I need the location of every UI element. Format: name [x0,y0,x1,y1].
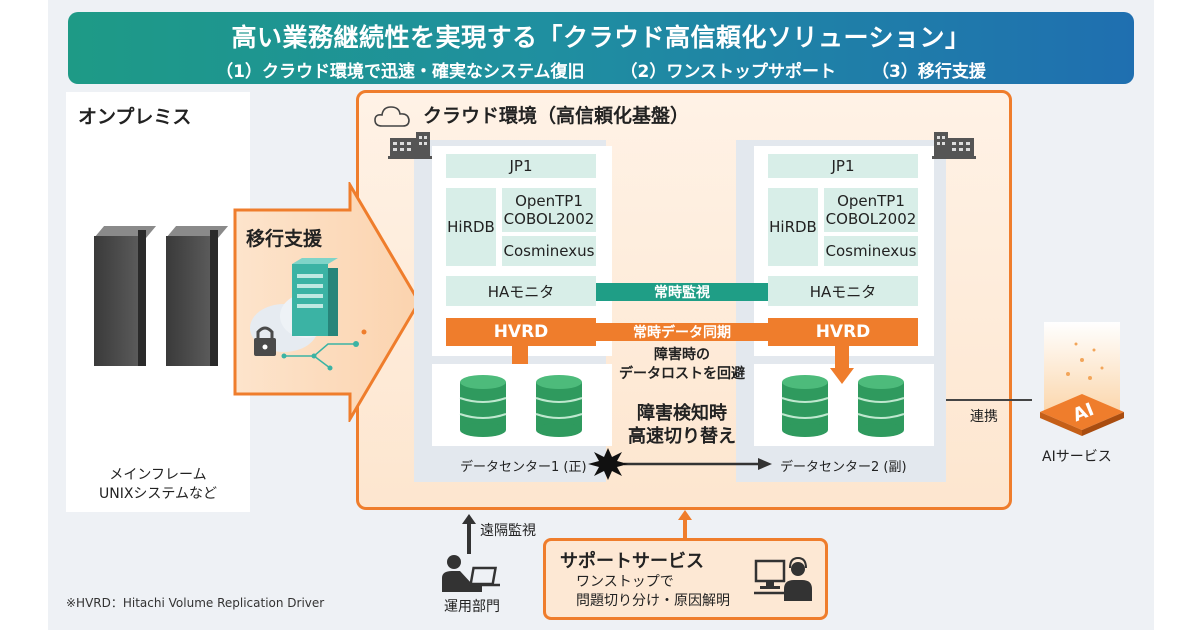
ai-link-label: 連携 [970,409,998,425]
database-icon [857,375,905,437]
sync-link: 常時データ同期 [596,323,768,341]
dc2-cobol: COBOL2002 [825,210,917,228]
database-icon [781,375,829,437]
header-subtitles: （1）クラウド環境で迅速・確実なシステム復旧 （2）ワンストップサポート （3）… [68,57,1134,82]
dc1-opentp1-cobol: OpenTP1 COBOL2002 [502,188,596,232]
support-desc-line1: ワンストップで [576,574,674,590]
header-banner: 高い業務継続性を実現する「クラウド高信頼化ソリューション」 （1）クラウド環境で… [68,12,1134,84]
footnote: ※HVRD：Hitachi Volume Replication Driver [66,596,325,610]
dc2-hvrd: HVRD [768,318,918,346]
failover-line1: 障害検知時 [637,403,727,424]
migration-label: 移行支援 [246,228,323,250]
data-loss-note: 障害時の データロストを回避 [612,346,752,384]
failure-burst-icon [588,448,628,480]
onprem-caption-line2: UNIXシステムなど [98,486,218,502]
header-sub-2: （2）ワンストップサポート [620,62,836,82]
remote-monitoring-label: 遠隔監視 [480,523,536,539]
migration-cloud-server-icon [250,258,367,371]
support-title: サポートサービス [560,551,704,572]
failover-arrow [588,448,772,480]
support-desc-line2: 問題切り分け・原因解明 [576,593,730,609]
dc2-database-icons [781,375,905,437]
dc1-cobol: COBOL2002 [503,210,595,228]
dc2-jp1: JP1 [768,154,918,178]
onprem-panel: オンプレミス メインフレーム UNIXシステムなど [66,92,250,512]
building-icon [388,132,432,159]
data-loss-line1: 障害時の [654,347,710,363]
data-loss-line2: データロストを回避 [619,366,745,382]
dc2-hirdb: HiRDB [768,188,818,266]
hvrd-down-arrow [830,346,854,384]
dc2-ha-monitor: HAモニタ [768,276,918,306]
failover-line2: 高速切り替え [628,426,736,447]
monitor-link: 常時監視 [596,283,768,301]
support-service-box: サポートサービス ワンストップで 問題切り分け・原因解明 [543,538,828,620]
support-arrow [678,510,692,540]
support-desc: ワンストップで 問題切り分け・原因解明 [576,573,730,611]
header-title: 高い業務継続性を実現する「クラウド高信頼化ソリューション」 [231,23,971,52]
dc1-name: データセンター1 (正) [460,460,587,475]
ai-icon: AI [1040,322,1124,436]
dc1-database-icons [459,375,583,437]
database-icon [459,375,507,437]
dc2-name: データセンター2 (副) [780,460,907,475]
dc1-jp1: JP1 [446,154,596,178]
dc1-hvrd: HVRD [446,318,596,346]
cloud-icon [374,106,410,127]
building-icon [932,132,976,159]
support-agent-icon [754,556,812,601]
dc2-opentp1-cobol: OpenTP1 COBOL2002 [824,188,918,232]
cloud-environment-label: クラウド環境（高信頼化基盤） [423,105,690,127]
dc1-hirdb: HiRDB [446,188,496,266]
onprem-caption-line1: メインフレーム [109,467,207,483]
ops-department-label: 運用部門 [444,599,500,615]
dc2-cosminexus: Cosminexus [824,236,918,266]
unix-server-icon [166,226,229,366]
dc1-opentp1: OpenTP1 [515,192,583,210]
dc2-opentp1: OpenTP1 [837,192,905,210]
operator-icon [442,555,500,592]
header-sub-3: （3）移行支援 [871,62,986,82]
header-sub-1: （1）クラウド環境で迅速・確実なシステム復旧 [216,62,585,82]
onprem-label: オンプレミス [78,106,192,128]
database-icon [535,375,583,437]
failover-note: 障害検知時 高速切り替え [612,402,752,448]
dc1-cosminexus: Cosminexus [502,236,596,266]
ai-service-label: AIサービス [1042,449,1112,465]
onprem-caption: メインフレーム UNIXシステムなど [66,466,250,504]
mainframe-server-icon [94,226,157,366]
ai-link-line [946,399,1032,401]
dc1-ha-monitor: HAモニタ [446,276,596,306]
remote-monitor-arrow [462,514,476,554]
